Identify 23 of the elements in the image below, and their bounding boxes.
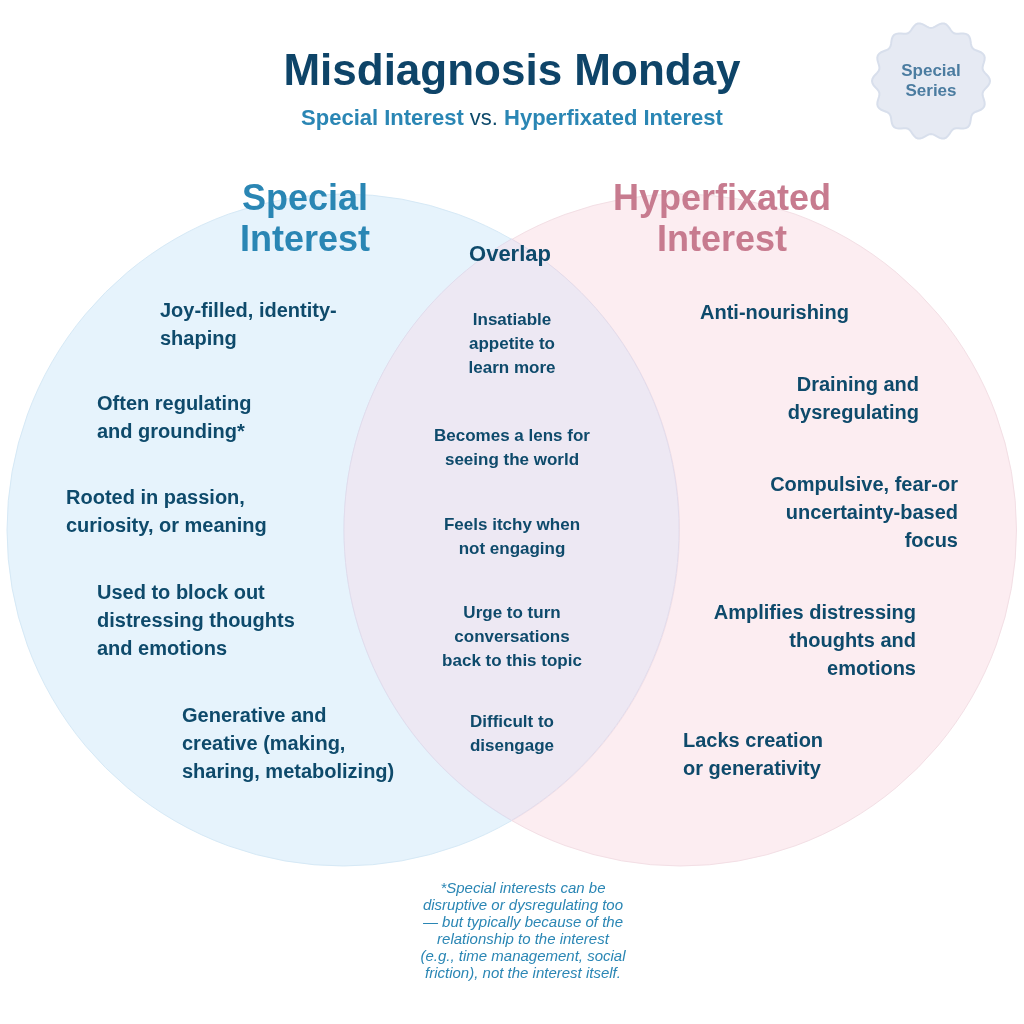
footnote: *Special interests can be disruptive or dysregulating too — but typically because of the relationship to the interest (e.g., time management, social friction), not the interest itself. [419,879,627,981]
trait-text: Anti-nourishing [700,300,850,325]
page-title: Misdiagnosis Monday [282,44,742,96]
subtitle: Special Interest vs. Hyperfixated Interest [300,104,724,132]
trait-text: Lacks creation or generativity [683,728,825,781]
set-heading: Special Interest [238,177,371,259]
overlap-heading: Overlap [468,240,552,268]
trait-text: Rooted in passion, curiosity, or meaning [66,485,268,538]
trait-text: Becomes a lens for seeing the world [433,425,591,471]
badge-text: Special Series [900,61,962,101]
trait-text: Compulsive, fear-or uncertainty-based focus [769,472,958,553]
trait-text: Urge to turn conversations back to this topic [441,602,583,672]
trait-text: Draining and dysregulating [786,372,919,425]
trait-text: Feels itchy when not engaging [442,514,581,560]
trait-text: Insatiable appetite to learn more [467,309,557,379]
trait-text: Generative and creative (making, sharing, metabolizing) [182,703,396,784]
set-heading: Hyperfixated Interest [611,177,833,259]
seal-badge [871,21,991,141]
trait-text: Used to block out distressing thoughts and emotions [97,580,296,661]
trait-text: Difficult to disengage [468,711,556,757]
trait-text: Joy-filled, identity-shaping [160,298,338,351]
trait-text: Often regulating and grounding* [97,391,253,444]
trait-text: Amplifies distressing thoughts and emotions [712,600,916,681]
